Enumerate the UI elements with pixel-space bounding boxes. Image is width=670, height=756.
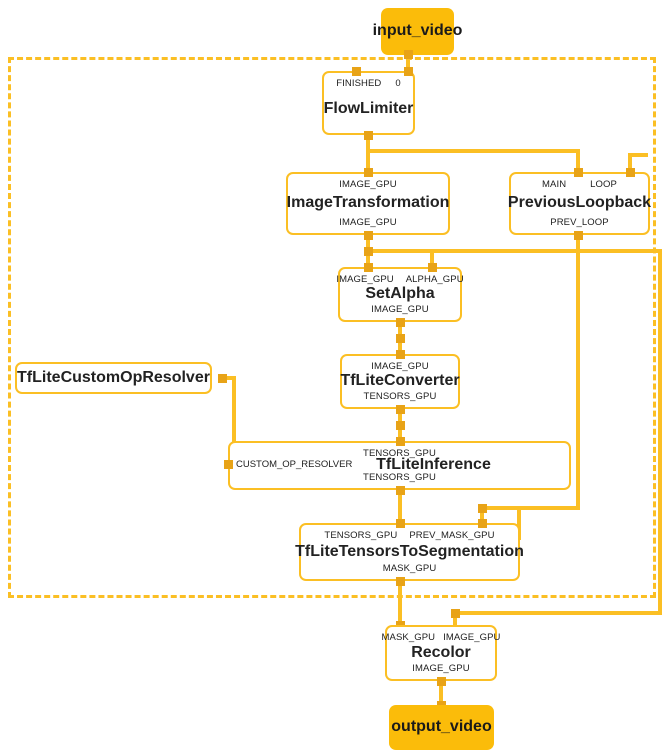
- port-prev-loop: PREV_LOOP: [550, 217, 609, 228]
- port-0: 0: [395, 78, 401, 89]
- port-nub: [428, 263, 437, 272]
- port-image-gpu-in: IMAGE_GPU: [371, 361, 429, 372]
- node-title: PreviousLoopback: [507, 194, 652, 212]
- input-port-row: MASK_GPU IMAGE_GPU: [382, 632, 501, 643]
- port-nub: [396, 318, 405, 327]
- port-nub: [396, 519, 405, 528]
- port-main: MAIN: [542, 179, 567, 190]
- port-nub: [574, 168, 583, 177]
- node-title: SetAlpha: [365, 285, 435, 303]
- input-port-row: IMAGE_GPU ALPHA_GPU: [336, 274, 463, 285]
- port-alpha-gpu-in: ALPHA_GPU: [405, 274, 464, 285]
- input-port-row: TENSORS_GPU PREV_MASK_GPU: [301, 530, 518, 541]
- node-title: TfLiteTensorsToSegmentation: [295, 542, 524, 560]
- node-tflite-tensors-to-segmentation[interactable]: TENSORS_GPU PREV_MASK_GPU TfLiteTensorsT…: [295, 523, 524, 581]
- node-flow-limiter[interactable]: FINISHED 0 FlowLimiter: [322, 71, 415, 135]
- node-recolor[interactable]: MASK_GPU IMAGE_GPU Recolor IMAGE_GPU: [382, 625, 501, 681]
- port-image-gpu-in: IMAGE_GPU: [443, 632, 501, 643]
- node-title: TfLiteCustomOpResolver: [17, 368, 210, 386]
- port-mask-gpu-out: MASK_GPU: [382, 563, 437, 574]
- port-nub: [404, 67, 413, 76]
- node-title: TfLiteInference: [376, 456, 491, 474]
- port-nub: [352, 67, 361, 76]
- node-previous-loopback[interactable]: MAIN LOOP PreviousLoopback PREV_LOOP: [507, 172, 652, 235]
- input-port-row: MAIN LOOP: [511, 179, 648, 190]
- node-title: output_video: [391, 718, 492, 736]
- port-nub: [478, 504, 487, 513]
- output-port-row: IMAGE_GPU: [387, 663, 495, 674]
- port-image-gpu-in: IMAGE_GPU: [336, 274, 394, 285]
- port-nub: [364, 168, 373, 177]
- port-image-gpu-out: IMAGE_GPU: [412, 663, 470, 674]
- port-nub: [218, 374, 227, 383]
- port-prev-mask-gpu-in: PREV_MASK_GPU: [409, 530, 495, 541]
- output-port-row: TENSORS_GPU: [342, 391, 458, 402]
- node-title: ImageTransformation: [286, 194, 450, 212]
- output-port-row: MASK_GPU: [301, 563, 518, 574]
- port-nub: [364, 247, 373, 256]
- output-port-row: IMAGE_GPU: [288, 217, 448, 228]
- port-nub: [396, 350, 405, 359]
- node-title: TfLiteConverter: [340, 372, 460, 390]
- port-nub: [396, 421, 405, 430]
- port-nub: [478, 519, 487, 528]
- subgraph-boundary: [8, 57, 656, 598]
- port-loop: LOOP: [590, 179, 617, 190]
- node-title: FlowLimiter: [323, 99, 414, 117]
- node-tflite-custom-op-resolver[interactable]: TfLiteCustomOpResolver: [15, 362, 212, 394]
- node-tflite-converter[interactable]: IMAGE_GPU TfLiteConverter TENSORS_GPU: [340, 354, 460, 409]
- input-port-row: IMAGE_GPU: [342, 361, 458, 372]
- port-nub: [626, 168, 635, 177]
- input-port-row: FINISHED 0: [324, 78, 413, 89]
- port-mask-gpu-in: MASK_GPU: [381, 632, 436, 643]
- port-nub: [364, 131, 373, 140]
- node-image-transformation[interactable]: IMAGE_GPU ImageTransformation IMAGE_GPU: [286, 172, 450, 235]
- port-custom-op-resolver: CUSTOM_OP_RESOLVER: [236, 459, 353, 470]
- port-nub: [364, 263, 373, 272]
- port-image-gpu-out: IMAGE_GPU: [371, 304, 429, 315]
- port-tensors-gpu-in: TENSORS_GPU: [324, 530, 398, 541]
- port-image-gpu-out: IMAGE_GPU: [339, 217, 397, 228]
- port-image-gpu-in: IMAGE_GPU: [339, 179, 397, 190]
- node-title: input_video: [372, 22, 463, 40]
- port-nub: [451, 609, 460, 618]
- output-port-row: IMAGE_GPU: [340, 304, 460, 315]
- port-nub: [224, 460, 233, 469]
- output-port-row: PREV_LOOP: [511, 217, 648, 228]
- node-output-video[interactable]: output_video: [389, 705, 494, 750]
- port-nub: [396, 486, 405, 495]
- node-title: Recolor: [411, 643, 471, 661]
- port-nub: [404, 50, 413, 59]
- port-nub: [437, 677, 446, 686]
- port-nub: [396, 405, 405, 414]
- port-finished: FINISHED: [336, 78, 382, 89]
- port-nub: [396, 437, 405, 446]
- node-input-video[interactable]: input_video: [373, 8, 462, 55]
- port-nub: [574, 231, 583, 240]
- port-nub: [364, 231, 373, 240]
- input-port-row: IMAGE_GPU: [288, 179, 448, 190]
- node-set-alpha[interactable]: IMAGE_GPU ALPHA_GPU SetAlpha IMAGE_GPU: [336, 267, 464, 322]
- port-nub: [396, 577, 405, 586]
- port-nub: [396, 334, 405, 343]
- port-tensors-gpu-out: TENSORS_GPU: [363, 391, 437, 402]
